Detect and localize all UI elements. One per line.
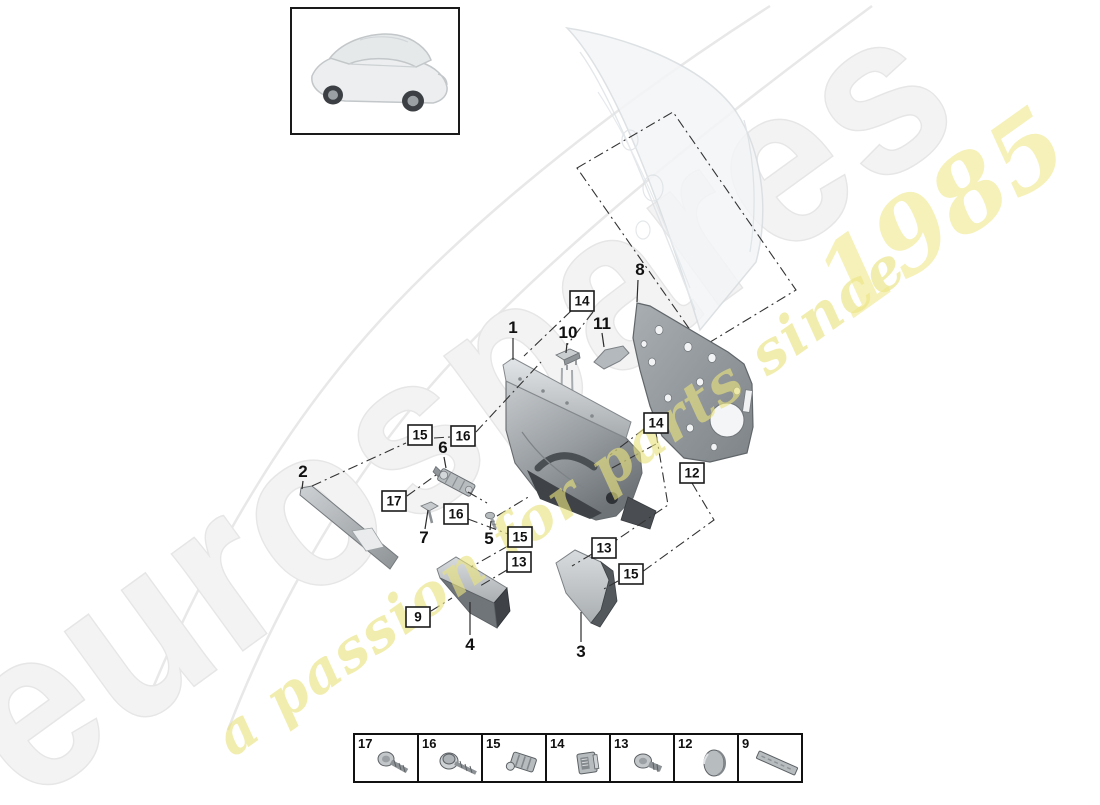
part-10-bracket: [555, 348, 581, 370]
part-5-screw: [484, 511, 497, 530]
callout-11: 11: [593, 314, 611, 333]
door-ghost: [564, 26, 764, 332]
pan-head-screw-icon: [377, 751, 409, 774]
legend-number: 9: [742, 736, 750, 751]
retainer-clip-icon: [505, 751, 537, 773]
callout-6: 6: [438, 438, 447, 457]
callout-3: 3: [576, 642, 585, 661]
callout-box-15c: 15: [618, 563, 644, 585]
part-7-pin: [420, 501, 439, 524]
callout-box-12: 12: [679, 462, 705, 484]
flange-screw-icon: [634, 753, 663, 773]
alignment-diamond: [576, 111, 797, 348]
svg-text:14: 14: [648, 416, 664, 431]
legend-number: 17: [358, 736, 373, 751]
part-2-sill-strip: [299, 485, 399, 570]
legend-number: 15: [486, 736, 501, 751]
svg-text:17: 17: [386, 494, 401, 509]
callout-box-16a: 16: [450, 425, 476, 447]
svg-text:15: 15: [623, 567, 639, 582]
legend-number: 12: [678, 736, 693, 751]
svg-text:16: 16: [448, 507, 464, 522]
part-1-door-trim-panel: [502, 357, 657, 530]
legend-item-16: 16: [419, 735, 483, 781]
legend-item-14: 14: [547, 735, 611, 781]
part-4-wedge: [436, 556, 511, 629]
callout-2: 2: [298, 462, 307, 481]
callout-box-13b: 13: [591, 537, 617, 559]
callout-4: 4: [465, 635, 475, 654]
callout-box-14a: 14: [569, 290, 595, 312]
callout-8: 8: [635, 260, 644, 279]
boxed-callouts: 14 15 16 17 16 15 13 9 13 15: [381, 290, 705, 628]
callout-box-15a: 15: [407, 424, 433, 446]
car-thumbnail: [290, 7, 460, 135]
svg-text:15: 15: [512, 530, 528, 545]
legend-number: 13: [614, 736, 629, 751]
svg-text:12: 12: [684, 466, 699, 481]
legend-item-12: 12: [675, 735, 739, 781]
leader-lines-dashed: [311, 310, 715, 612]
callout-box-9: 9: [405, 606, 431, 628]
legend-item-17: 17: [355, 735, 419, 781]
part-3-wedge: [555, 549, 618, 628]
callout-5: 5: [484, 529, 493, 548]
plain-callouts: 1 2 3 4 5 6 7 8 10 11: [298, 260, 644, 661]
svg-text:13: 13: [596, 541, 612, 556]
callout-box-14b: 14: [643, 412, 669, 434]
part-11-trim-blade: [593, 345, 630, 370]
trim-strip-icon: [756, 750, 798, 776]
part-6-bracket: [432, 465, 476, 497]
callout-box-13a: 13: [506, 551, 532, 573]
svg-text:13: 13: [511, 555, 527, 570]
svg-text:14: 14: [574, 294, 590, 309]
oval-cap-icon: [703, 749, 727, 777]
legend-number: 14: [550, 736, 565, 751]
legend-item-15: 15: [483, 735, 547, 781]
svg-text:16: 16: [455, 429, 471, 444]
callout-1: 1: [508, 318, 517, 337]
callout-box-16b: 16: [443, 503, 469, 525]
callout-10: 10: [559, 323, 578, 342]
legend-item-13: 13: [611, 735, 675, 781]
leader-stems: [301, 279, 639, 642]
legend-item-9: 9: [739, 735, 801, 781]
callout-7: 7: [419, 528, 428, 547]
car-icon: [311, 33, 448, 112]
washer-screw-icon: [439, 752, 477, 775]
svg-text:15: 15: [412, 428, 428, 443]
fastener-legend: 17 16 15: [353, 733, 803, 783]
callout-box-15b: 15: [507, 526, 533, 548]
svg-text:9: 9: [414, 610, 422, 625]
brand-watermark: eurospares: [0, 0, 1000, 805]
legend-number: 16: [422, 736, 437, 751]
callout-box-17: 17: [381, 490, 407, 512]
square-clip-icon: [576, 751, 600, 775]
